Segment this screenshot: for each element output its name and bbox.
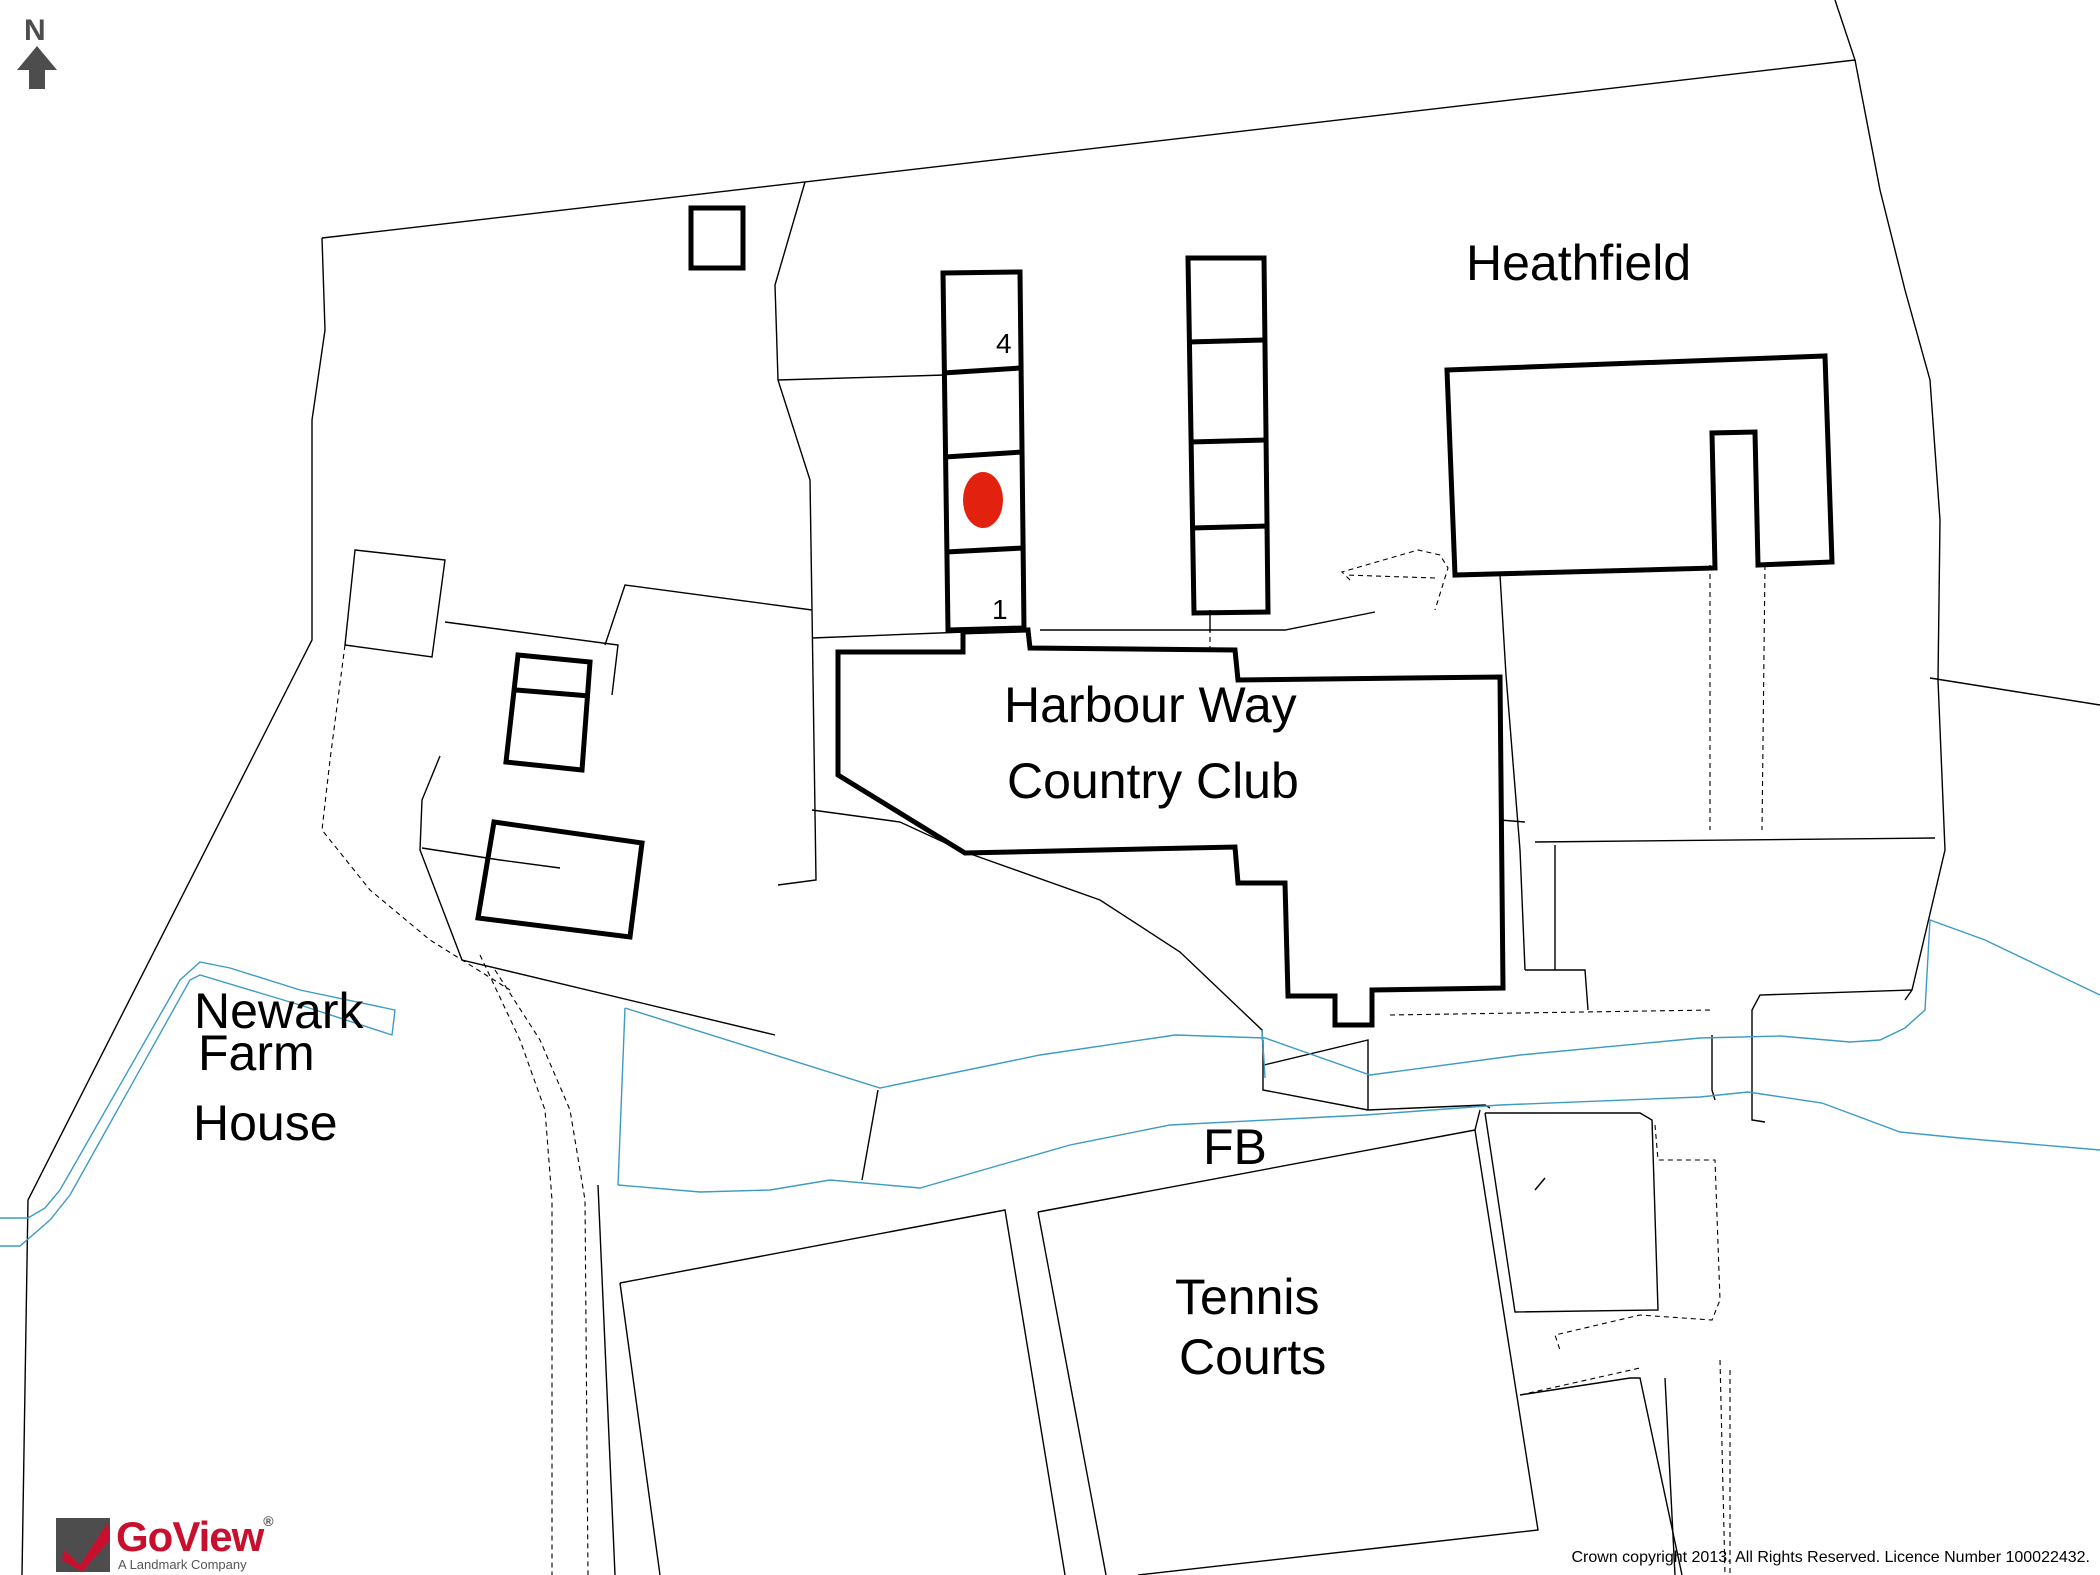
label-farm: Farm <box>198 1025 315 1081</box>
logo-tagline: A Landmark Company <box>118 1557 247 1572</box>
label-tennis: Tennis <box>1175 1269 1320 1325</box>
label-harbour-way: Harbour Way <box>1004 677 1297 733</box>
building-newark-small <box>503 652 593 773</box>
building-country-club <box>835 627 1506 1028</box>
label-newark: Newark <box>194 983 364 1039</box>
label-country-club: Country Club <box>1007 753 1299 809</box>
logo-name: GoView® <box>116 1513 274 1560</box>
north-letter: N <box>24 14 46 47</box>
label-house: House <box>193 1095 338 1151</box>
building-outbuilding <box>688 205 746 271</box>
label-fb: FB <box>1203 1119 1267 1175</box>
north-arrow-icon <box>17 46 57 89</box>
label-courts: Courts <box>1179 1329 1327 1385</box>
watercourses <box>0 919 2100 1247</box>
building-newark-large <box>475 819 645 940</box>
label-unit-1: 1 <box>992 594 1008 625</box>
subject-property-marker[interactable] <box>963 472 1003 528</box>
terrace-east-dividers <box>1187 337 1269 531</box>
label-heathfield: Heathfield <box>1466 235 1692 291</box>
building-terrace-east <box>1185 255 1271 616</box>
goview-logo-icon <box>56 1518 110 1572</box>
building-heathfield <box>1444 353 1835 578</box>
label-unit-4: 4 <box>996 328 1012 359</box>
footpaths <box>321 549 1766 1575</box>
copyright-notice: Crown copyright 2013. All Rights Reserve… <box>1571 1549 2090 1566</box>
terrace-dividers <box>942 365 1024 555</box>
buildings <box>475 205 1835 1028</box>
